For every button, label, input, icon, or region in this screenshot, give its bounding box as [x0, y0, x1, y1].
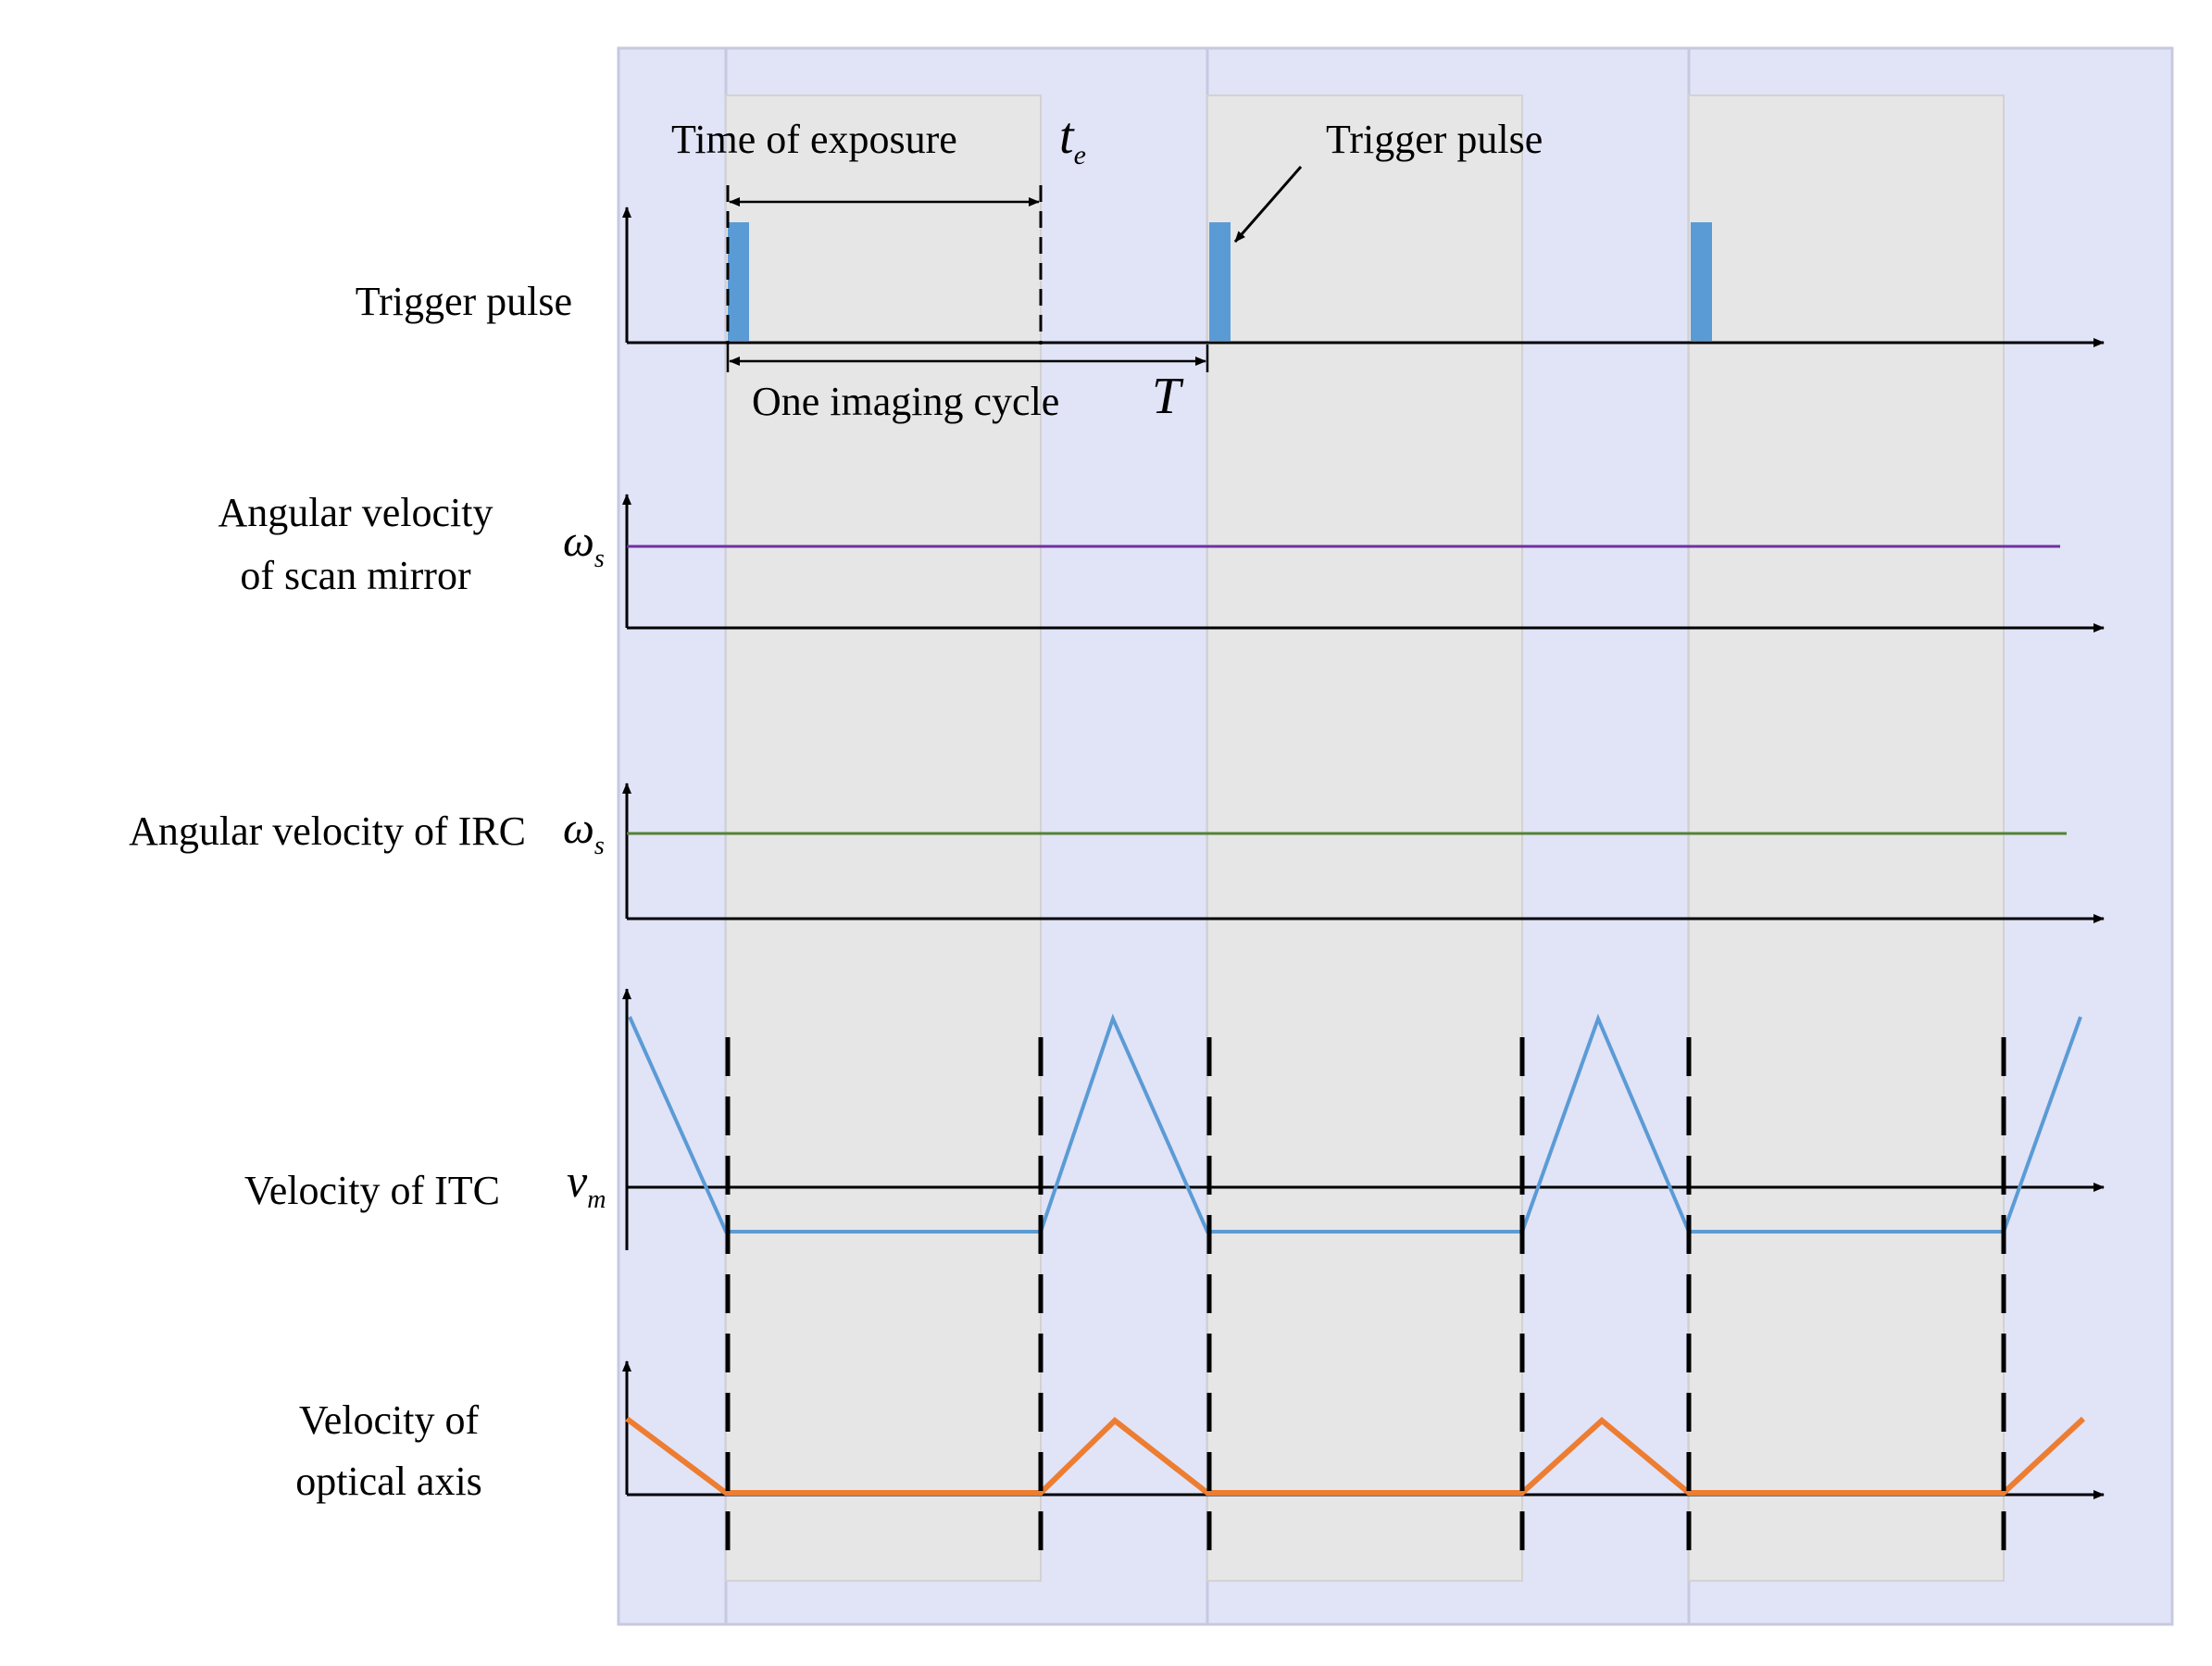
- itc-row: [622, 988, 2105, 1250]
- one-imaging-cycle-label: One imaging cycle: [752, 379, 1059, 424]
- row-label-itc: Velocity of ITC: [244, 1168, 500, 1213]
- row-label-irc: Angular velocity of IRC: [129, 808, 526, 854]
- vm-symbol: vm: [567, 1155, 606, 1214]
- irc-row: [622, 783, 2105, 923]
- optical-axis-row: [622, 1360, 2105, 1499]
- omega-s-scan-mirror: ωs: [563, 517, 605, 573]
- boundary-markers: [725, 1037, 2006, 1565]
- trigger-row: [622, 166, 2105, 372]
- row-label-scan-mirror-line2: of scan mirror: [240, 553, 471, 598]
- trigger-pulse-2: [1209, 222, 1231, 341]
- optical-axis-velocity-trace: [625, 1416, 2086, 1496]
- row-label-scan-mirror-line1: Angular velocity: [219, 490, 494, 535]
- trigger-annotation-arrow: [1233, 166, 1303, 243]
- omega-s-irc: ωs: [563, 804, 605, 860]
- scan-mirror-row: [622, 494, 2105, 633]
- exposure-window-3: [1688, 94, 2005, 1582]
- te-symbol: te: [1059, 107, 1086, 170]
- trigger-pulse-1: [728, 222, 749, 341]
- trigger-pulse-annotation: Trigger pulse: [1326, 117, 1543, 162]
- row-label-trigger-pulse: Trigger pulse: [356, 279, 572, 324]
- exposure-window-1: [725, 94, 1042, 1582]
- exposure-window-2: [1206, 94, 1523, 1582]
- trigger-pulse-3: [1691, 222, 1712, 341]
- T-symbol: T: [1152, 368, 1184, 425]
- row-label-optical-line1: Velocity of: [299, 1397, 480, 1443]
- itc-velocity-trace: [628, 1013, 2082, 1234]
- time-of-exposure-label: Time of exposure: [671, 117, 957, 162]
- row-label-optical-line2: optical axis: [295, 1459, 482, 1504]
